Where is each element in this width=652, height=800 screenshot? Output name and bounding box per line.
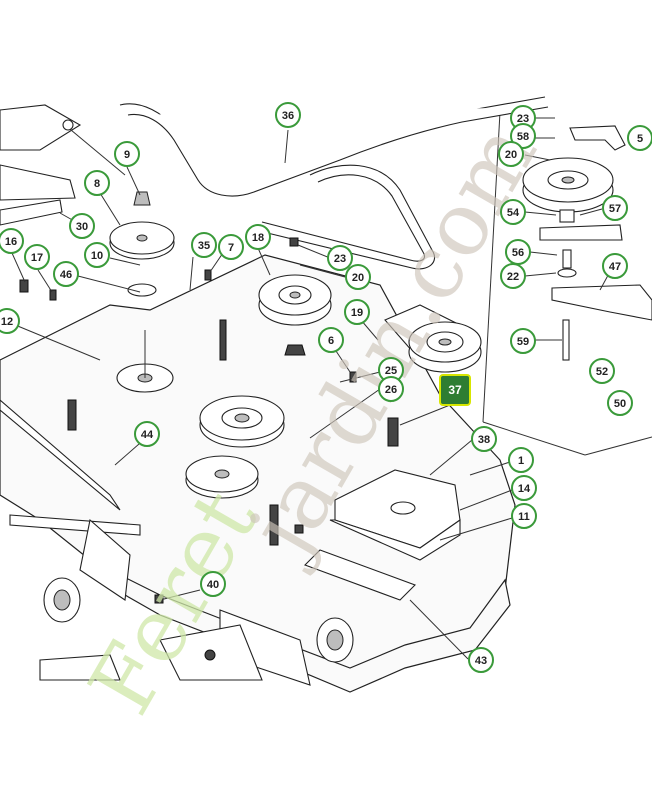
callout-23[interactable]: 23 (327, 245, 353, 271)
callout-label: 43 (475, 655, 487, 667)
callout-14[interactable]: 14 (511, 475, 537, 501)
callout-label: 46 (60, 269, 72, 281)
callout-label: 23 (517, 113, 529, 125)
callout-label: 37 (448, 383, 462, 397)
callout-label: 58 (517, 131, 529, 143)
callout-label: 59 (517, 336, 529, 348)
callout-6[interactable]: 6 (318, 327, 344, 353)
callout-label: 9 (124, 149, 130, 161)
callout-label: 54 (507, 207, 520, 219)
callout-52[interactable]: 52 (589, 358, 615, 384)
callout-label: 36 (282, 110, 294, 122)
callout-17[interactable]: 17 (24, 244, 50, 270)
callout-8[interactable]: 8 (84, 170, 110, 196)
drive-belt (119, 96, 549, 270)
hardware-bolts (19, 237, 399, 604)
callout-5[interactable]: 5 (627, 125, 652, 151)
callout-label: 6 (328, 335, 334, 347)
callout-30[interactable]: 30 (69, 213, 95, 239)
double-pulley-37 (384, 304, 482, 373)
callout-selected-37[interactable]: 37 (439, 374, 471, 406)
callout-label: 38 (478, 434, 490, 446)
callout-label: 7 (228, 242, 234, 254)
callout-label: 40 (207, 579, 219, 591)
spindle-assembly-left (116, 330, 174, 393)
callout-label: 10 (91, 250, 103, 262)
callout-38[interactable]: 38 (471, 426, 497, 452)
callout-46[interactable]: 46 (53, 261, 79, 287)
callout-label: 23 (334, 253, 346, 265)
callout-10[interactable]: 10 (84, 242, 110, 268)
callout-label: 19 (351, 307, 363, 319)
callout-label: 44 (141, 429, 154, 441)
callout-58[interactable]: 58 (510, 123, 536, 149)
callout-label: 5 (637, 133, 643, 145)
deck-rails (0, 399, 311, 686)
callout-label: 26 (385, 384, 397, 396)
callout-label: 11 (518, 511, 530, 523)
callout-57[interactable]: 57 (602, 195, 628, 221)
callout-label: 18 (252, 232, 264, 244)
inset-pulley-20 (522, 157, 614, 213)
callout-18[interactable]: 18 (245, 224, 271, 250)
callout-19[interactable]: 19 (344, 299, 370, 325)
callout-label: 20 (505, 149, 517, 161)
callout-label: 30 (76, 221, 88, 233)
pulley-front-deck (185, 455, 259, 499)
callout-11[interactable]: 11 (511, 503, 537, 529)
callout-label: 12 (1, 316, 13, 328)
callout-56[interactable]: 56 (505, 239, 531, 265)
callout-label: 47 (609, 261, 621, 273)
anti-scalp-wheels (43, 577, 354, 663)
callout-40[interactable]: 40 (200, 571, 226, 597)
callout-label: 52 (596, 366, 608, 378)
pulley-left-deck (199, 395, 285, 448)
callout-9[interactable]: 9 (114, 141, 140, 167)
upper-frame-bracket (0, 104, 126, 226)
callout-26[interactable]: 26 (378, 376, 404, 402)
callout-label: 17 (31, 252, 43, 264)
callout-47[interactable]: 47 (602, 253, 628, 279)
spindle-mounting-plate (39, 624, 263, 681)
callout-20[interactable]: 20 (498, 141, 524, 167)
callout-16[interactable]: 16 (0, 228, 24, 254)
callout-label: 1 (518, 455, 524, 467)
callout-12[interactable]: 12 (0, 308, 20, 334)
callout-22[interactable]: 22 (500, 263, 526, 289)
callout-43[interactable]: 43 (468, 647, 494, 673)
double-pulley-18 (258, 274, 332, 356)
callout-label: 16 (5, 236, 17, 248)
callout-label: 50 (614, 398, 626, 410)
callout-7[interactable]: 7 (218, 234, 244, 260)
callout-1[interactable]: 1 (508, 447, 534, 473)
callout-label: 22 (507, 271, 519, 283)
callout-label: 57 (609, 203, 621, 215)
callout-label: 20 (352, 272, 364, 284)
callout-54[interactable]: 54 (500, 199, 526, 225)
callout-35[interactable]: 35 (191, 232, 217, 258)
callout-59[interactable]: 59 (510, 328, 536, 354)
callout-50[interactable]: 50 (607, 390, 633, 416)
detail-inset-frame (482, 111, 652, 456)
callout-44[interactable]: 44 (134, 421, 160, 447)
pulley-8 (109, 191, 175, 297)
callout-label: 25 (385, 365, 397, 377)
inset-arm-bracket (539, 125, 652, 361)
callout-label: 35 (198, 240, 210, 252)
callout-label: 56 (512, 247, 524, 259)
callout-label: 14 (518, 483, 531, 495)
callout-36[interactable]: 36 (275, 102, 301, 128)
callout-20[interactable]: 20 (345, 264, 371, 290)
callout-label: 8 (94, 178, 100, 190)
